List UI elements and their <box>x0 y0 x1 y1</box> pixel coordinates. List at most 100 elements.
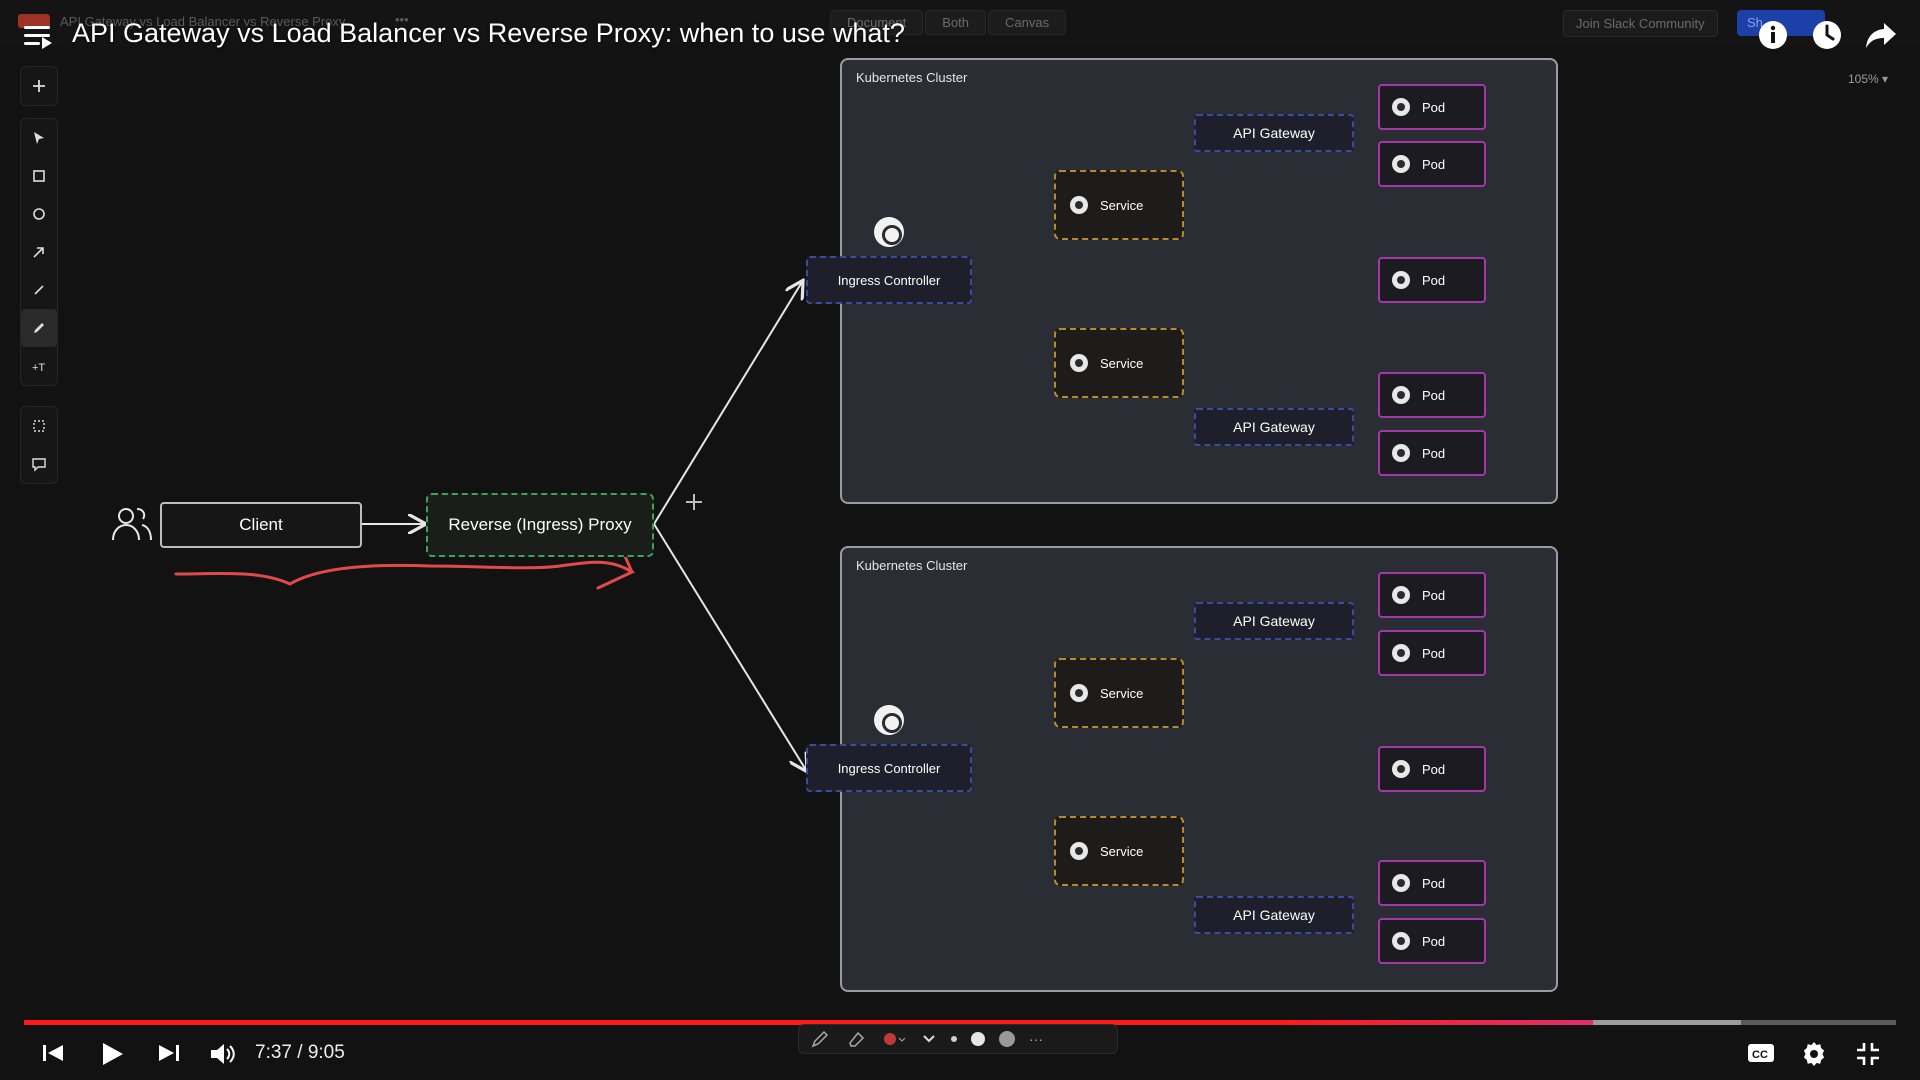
document-title[interactable]: API Gateway vs Load Balancer vs Reverse … <box>60 14 346 29</box>
client-node[interactable]: Client <box>160 502 362 548</box>
color-picker-icon <box>884 1033 906 1045</box>
ingress-controller-node[interactable]: Ingress Controller <box>806 744 972 792</box>
kubernetes-icon <box>1392 98 1410 116</box>
pod-node[interactable]: Pod <box>1378 257 1486 303</box>
ellipse-tool-icon[interactable] <box>21 195 57 233</box>
kubernetes-icon <box>1070 842 1088 860</box>
reverse-proxy-node[interactable]: Reverse (Ingress) Proxy <box>426 493 654 557</box>
service-node[interactable]: Service <box>1054 816 1184 886</box>
video-title[interactable]: API Gateway vs Load Balancer vs Reverse … <box>72 18 905 48</box>
info-icon[interactable] <box>1756 18 1790 52</box>
pod-label: Pod <box>1422 761 1446 777</box>
service-node[interactable]: Service <box>1054 658 1184 728</box>
api-gateway-node[interactable]: API Gateway <box>1194 602 1354 640</box>
pod-label: Pod <box>1422 645 1446 661</box>
kubernetes-icon <box>1392 271 1410 289</box>
ingress-controller-node[interactable]: Ingress Controller <box>806 256 972 304</box>
pod-label: Pod <box>1422 387 1446 403</box>
pod-node[interactable]: Pod <box>1378 860 1486 906</box>
join-slack-button[interactable]: Join Slack Community <box>1563 10 1718 37</box>
arrow-tool-icon[interactable] <box>21 233 57 271</box>
svg-text:+T: +T <box>32 362 45 374</box>
pod-node[interactable]: Pod <box>1378 141 1486 187</box>
played-progress <box>24 1020 1593 1025</box>
pod-label: Pod <box>1422 875 1446 891</box>
api-gateway-node[interactable]: API Gateway <box>1194 896 1354 934</box>
chevron-down-icon <box>923 1035 935 1043</box>
watch-later-clock-icon[interactable] <box>1810 18 1844 52</box>
kubernetes-icon <box>1070 354 1088 372</box>
service-node[interactable]: Service <box>1054 328 1184 398</box>
cluster-label: Kubernetes Cluster <box>856 558 968 573</box>
pod-node[interactable]: Pod <box>1378 372 1486 418</box>
kubernetes-icon <box>1070 684 1088 702</box>
pencil-tool-icon[interactable] <box>21 309 57 347</box>
pod-label: Pod <box>1422 156 1446 172</box>
toolbar-extra-group <box>20 406 58 484</box>
service-label: Service <box>1100 843 1144 859</box>
share-arrow-icon[interactable] <box>1864 18 1898 52</box>
line-tool-icon[interactable] <box>21 271 57 309</box>
zoom-level[interactable]: 105% ▾ <box>1848 72 1889 86</box>
kubernetes-icon <box>1392 444 1410 462</box>
rectangle-tool-icon[interactable] <box>21 157 57 195</box>
tab-both[interactable]: Both <box>925 10 986 35</box>
pod-node[interactable]: Pod <box>1378 746 1486 792</box>
api-gateway-node[interactable]: API Gateway <box>1194 114 1354 152</box>
pod-label: Pod <box>1422 445 1446 461</box>
toolbar-add-group <box>20 66 58 106</box>
captions-icon[interactable]: CC <box>1746 1040 1776 1071</box>
api-gateway-node[interactable]: API Gateway <box>1194 408 1354 446</box>
kubernetes-icon <box>1070 196 1088 214</box>
stroke-size-large[interactable] <box>999 1031 1015 1047</box>
playlist-menu-icon[interactable] <box>24 24 52 49</box>
pod-node[interactable]: Pod <box>1378 572 1486 618</box>
service-label: Service <box>1100 685 1144 701</box>
kubernetes-logo-icon <box>874 705 904 735</box>
exit-fullscreen-icon[interactable] <box>1854 1040 1882 1073</box>
select-pointer-icon[interactable] <box>21 119 57 157</box>
stroke-size-medium[interactable] <box>971 1032 985 1046</box>
cluster-label: Kubernetes Cluster <box>856 70 968 85</box>
document-more-button[interactable]: ••• <box>395 12 409 27</box>
volume-icon[interactable] <box>208 1040 236 1073</box>
text-tool-icon[interactable]: +T <box>21 347 57 385</box>
kubernetes-icon <box>1392 760 1410 778</box>
pod-label: Pod <box>1422 587 1446 603</box>
pod-label: Pod <box>1422 99 1446 115</box>
view-mode-tabs: Document Both Canvas <box>830 10 1067 35</box>
pod-label: Pod <box>1422 933 1446 949</box>
pod-node[interactable]: Pod <box>1378 84 1486 130</box>
time-display: 7:37 / 9:05 <box>255 1042 345 1063</box>
toolbar-tools-group: +T <box>20 118 58 386</box>
tab-document[interactable]: Document <box>830 10 924 35</box>
kubernetes-icon <box>1392 155 1410 173</box>
tab-canvas[interactable]: Canvas <box>988 10 1067 35</box>
service-label: Service <box>1100 355 1144 371</box>
frame-tool-icon[interactable] <box>21 407 57 445</box>
comment-tool-icon[interactable] <box>21 445 57 483</box>
settings-gear-icon[interactable] <box>1800 1040 1828 1073</box>
pod-label: Pod <box>1422 272 1446 288</box>
pod-node[interactable]: Pod <box>1378 430 1486 476</box>
more-options-icon[interactable]: ··· <box>1029 1031 1043 1047</box>
previous-icon[interactable] <box>40 1040 66 1071</box>
kubernetes-icon <box>1392 644 1410 662</box>
kubernetes-icon <box>1392 932 1410 950</box>
kubernetes-icon <box>1392 874 1410 892</box>
app-logo <box>18 14 50 28</box>
kubernetes-icon <box>1392 386 1410 404</box>
service-node[interactable]: Service <box>1054 170 1184 240</box>
add-icon[interactable] <box>21 67 57 105</box>
red-annotation-stroke <box>174 552 636 590</box>
pod-node[interactable]: Pod <box>1378 918 1486 964</box>
pod-node[interactable]: Pod <box>1378 630 1486 676</box>
app-top-bar: API Gateway vs Load Balancer vs Reverse … <box>0 0 1920 46</box>
kubernetes-icon <box>1392 586 1410 604</box>
drawing-toolbar: ··· <box>798 1024 1118 1054</box>
next-icon[interactable] <box>156 1040 182 1071</box>
pen-icon <box>811 1030 829 1048</box>
play-icon[interactable] <box>98 1040 126 1073</box>
stroke-size-small[interactable] <box>951 1036 957 1042</box>
video-progress-bar[interactable] <box>24 1020 1896 1025</box>
